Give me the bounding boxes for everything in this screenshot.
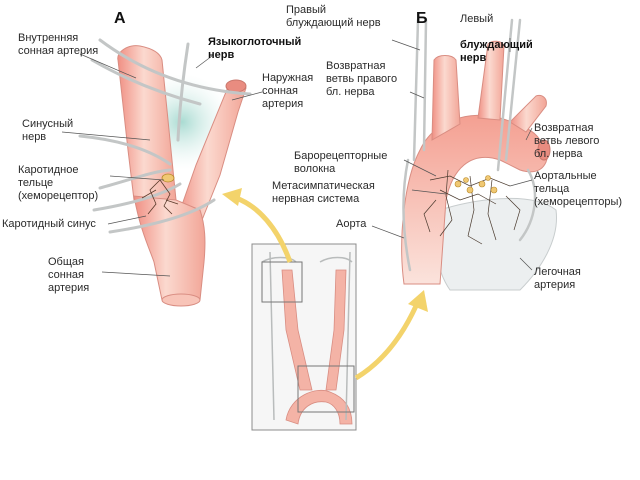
label-left-vagus-bold: блуждающий нерв	[460, 39, 533, 64]
label-left-recurrent: Возвратная ветвь левого бл. нерва	[534, 122, 600, 160]
overview-inset	[251, 243, 357, 431]
aorta-side-lumen	[537, 139, 551, 161]
overview-arch	[285, 389, 353, 425]
label-pulmonary: Легочная артерия	[534, 266, 581, 291]
overview-zoom-box-a	[261, 261, 303, 303]
panel-a-illustration	[78, 38, 252, 307]
brachiocephalic-trunk	[431, 55, 461, 141]
label-external-carotid: Наружная сонная артерия	[262, 72, 314, 110]
left-carotid-branch	[477, 40, 505, 121]
arrow-to-panel-b	[354, 304, 419, 381]
panel-a-letter: А	[114, 10, 126, 27]
internal-carotid-artery	[117, 45, 177, 201]
label-baroreceptor: Барорецепторные волокна	[294, 150, 388, 175]
label-sinus-nerve: Синусный нерв	[22, 118, 74, 143]
leader-lines	[61, 38, 533, 277]
carotid-body-fibers	[141, 179, 179, 215]
label-aortic-bodies: Аортальные тельца (хеморецепторы)	[534, 170, 623, 208]
label-right-recurrent: Возвратная ветвь правого бл. нерва	[326, 60, 398, 98]
left-subclavian-branch	[509, 95, 547, 133]
label-left-vagus: Левый блуждающий нерв	[460, 0, 533, 65]
overview-zoom-box-b	[297, 365, 355, 413]
label-common-carotid: Общая сонная артерия	[48, 256, 90, 294]
label-metasympathetic: Метасимпатическая нервная система	[272, 180, 375, 205]
panel-b-letter: Б	[416, 10, 428, 27]
aortic-bodies	[454, 175, 498, 194]
label-aorta: Аорта	[336, 218, 367, 230]
arrow-to-panel-a	[235, 195, 293, 263]
zoom-arrows	[222, 188, 428, 381]
carotid-body	[161, 173, 175, 183]
arrow-to-panel-a-head	[222, 188, 242, 206]
overview-right-carotid	[281, 269, 313, 391]
label-right-vagus: Правый блуждающий нерв	[286, 4, 381, 29]
label-glossopharyngeal: Языкоглоточный нерв	[208, 36, 302, 61]
common-carotid-lumen	[161, 293, 201, 307]
label-left-vagus-prefix: Левый	[460, 13, 494, 25]
arrow-to-panel-b-head	[408, 290, 428, 312]
label-carotid-body: Каротидное тельце (хеморецептор)	[18, 164, 99, 202]
panel-b-illustration	[401, 18, 558, 291]
overview-left-carotid	[325, 269, 347, 391]
label-internal-carotid: Внутренняя сонная артерия	[18, 32, 99, 57]
aortic-plexus	[423, 169, 521, 245]
overview-nerves	[261, 251, 353, 421]
panel-a-nerves	[78, 38, 252, 234]
label-carotid-sinus: Каротидный синус	[2, 218, 96, 230]
external-carotid-lumen	[225, 79, 247, 93]
